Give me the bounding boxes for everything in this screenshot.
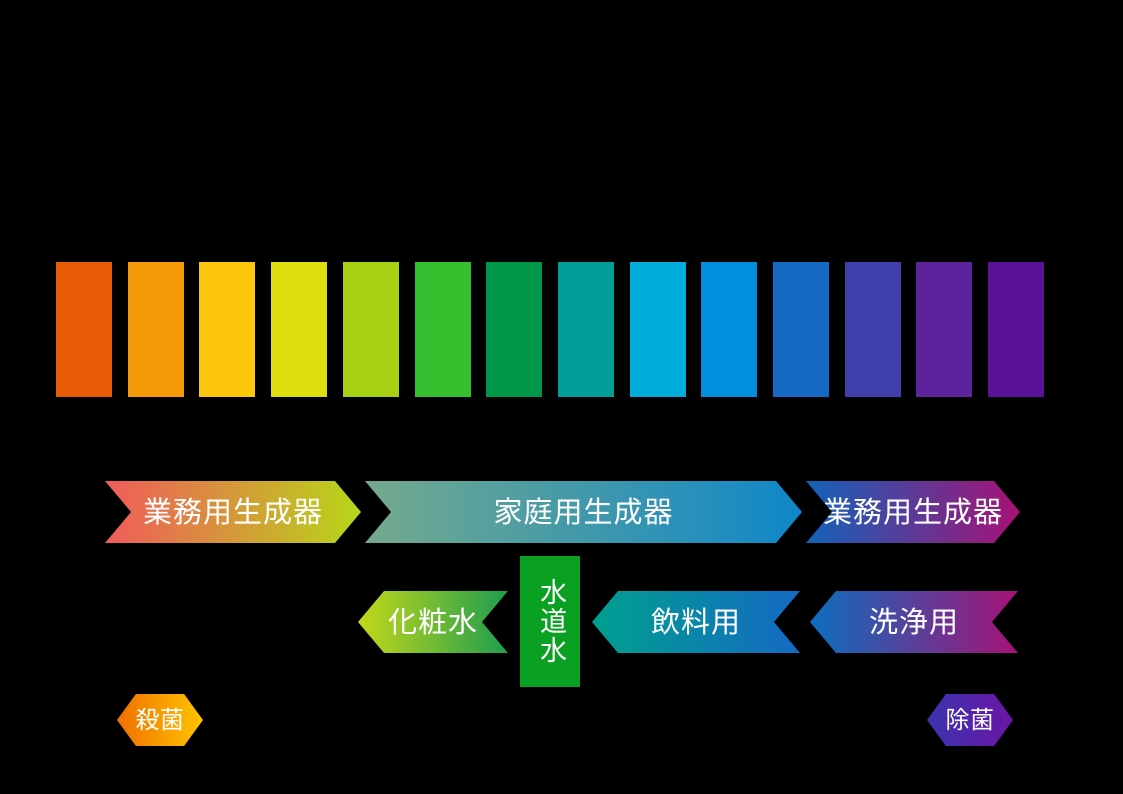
spectrum-bar	[557, 262, 614, 397]
lotion-water-label: 化粧水	[387, 604, 478, 639]
ph-color-spectrum	[0, 262, 1123, 397]
tap-water-marker: 水道水	[520, 556, 580, 687]
spectrum-bar	[486, 262, 543, 397]
cleaning-water: 洗浄用	[810, 591, 1018, 653]
spectrum-bar	[342, 262, 399, 397]
spectrum-bar	[773, 262, 829, 397]
commercial-generator-acidic: 業務用生成器	[105, 481, 361, 543]
generator-type-band: 業務用生成器 家庭用生成器 業務用生成器	[0, 481, 1123, 543]
spectrum-bar	[56, 262, 112, 397]
sterilize-badge: 殺菌	[117, 694, 203, 746]
spectrum-bar	[844, 262, 901, 397]
spectrum-bar	[199, 262, 256, 397]
cleaning-water-label: 洗浄用	[868, 604, 959, 639]
disinfect-badge: 除菌	[927, 694, 1013, 746]
sterilize-badge-label: 殺菌	[135, 706, 185, 734]
lotion-water: 化粧水	[358, 591, 508, 653]
drinking-water-label: 飲料用	[650, 604, 741, 639]
disinfect-badge-label: 除菌	[945, 706, 995, 734]
household-generator-label: 家庭用生成器	[493, 494, 674, 529]
commercial-generator-acidic-label: 業務用生成器	[142, 494, 323, 529]
tap-water-label: 水道水	[535, 578, 567, 665]
spectrum-bar	[414, 262, 471, 397]
spectrum-bar	[127, 262, 184, 397]
spectrum-bar	[701, 262, 758, 397]
spectrum-bar	[271, 262, 328, 397]
drinking-water: 飲料用	[592, 591, 800, 653]
household-generator: 家庭用生成器	[365, 481, 802, 543]
spectrum-bar	[916, 262, 973, 397]
commercial-generator-alkaline: 業務用生成器	[806, 481, 1020, 543]
spectrum-bar	[988, 262, 1045, 397]
spectrum-bar	[629, 262, 686, 397]
water-use-band: 化粧水 飲料用 洗浄用	[0, 591, 1123, 653]
commercial-generator-alkaline-label: 業務用生成器	[822, 494, 1003, 529]
